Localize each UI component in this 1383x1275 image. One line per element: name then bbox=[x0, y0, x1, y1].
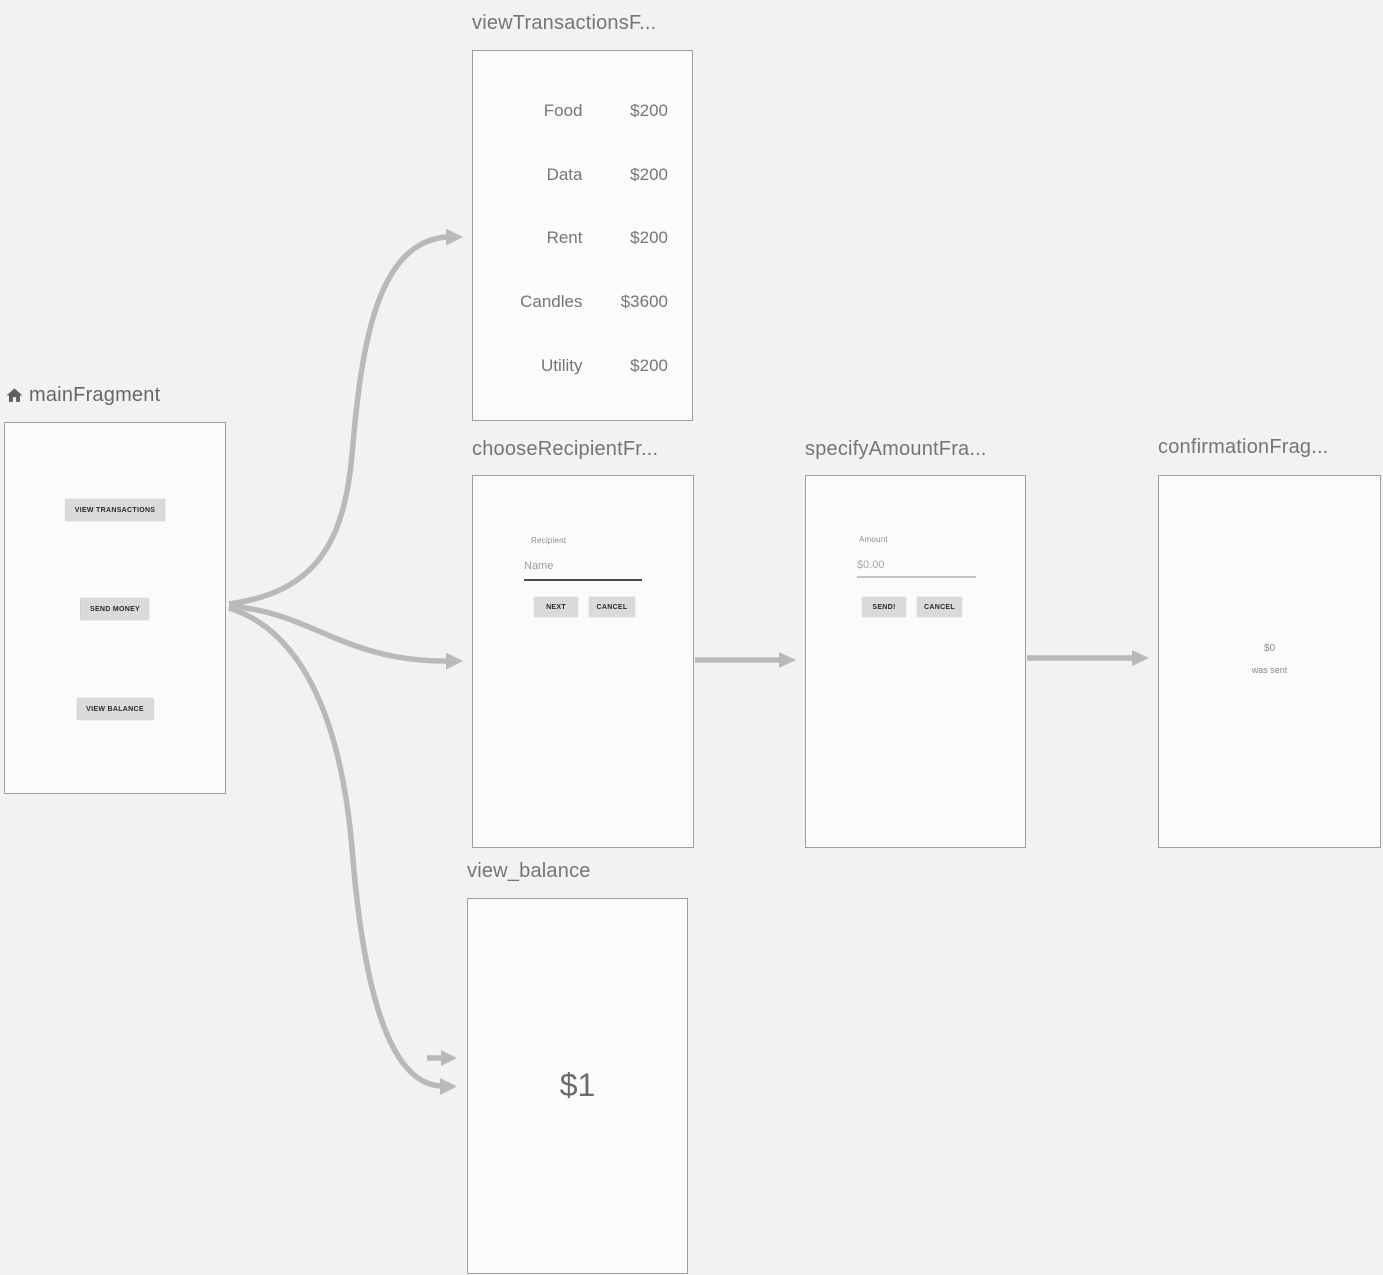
transaction-row: Rent $200 bbox=[473, 207, 692, 271]
view-transactions-button: VIEW TRANSACTIONS bbox=[65, 499, 165, 521]
cancel-button: CANCEL bbox=[917, 597, 962, 617]
send-money-button: SEND MONEY bbox=[80, 598, 150, 620]
home-icon bbox=[6, 388, 23, 402]
transaction-label: Utility bbox=[540, 356, 583, 376]
arrowhead bbox=[446, 652, 463, 670]
transaction-row: Data $200 bbox=[473, 143, 692, 207]
action-arrow-main-to-transactions[interactable] bbox=[228, 234, 447, 607]
send-button: SEND! bbox=[862, 597, 906, 617]
balance-text: $1 bbox=[559, 1067, 596, 1103]
arrowhead bbox=[1132, 650, 1149, 666]
fragment-title-choose-recipient: chooseRecipientFr... bbox=[472, 438, 659, 460]
fragment-title-view-balance: view_balance bbox=[467, 860, 591, 882]
transaction-row: Food $200 bbox=[473, 79, 692, 143]
confirmation-amount-text: $0 bbox=[1263, 643, 1276, 654]
arrowhead bbox=[441, 1050, 457, 1066]
amount-field-underline bbox=[857, 576, 976, 578]
transaction-label: Data bbox=[546, 164, 583, 184]
transaction-label: Rent bbox=[546, 228, 583, 248]
amount-field: $0.00 bbox=[857, 559, 885, 571]
recipient-field-underline bbox=[524, 579, 642, 581]
transaction-label: Food bbox=[543, 100, 583, 120]
next-button: NEXT bbox=[534, 597, 578, 617]
cancel-button: CANCEL bbox=[589, 597, 635, 617]
transaction-amount: $200 bbox=[630, 100, 668, 120]
fragment-card-choose-recipient[interactable]: Recipient Name NEXT CANCEL bbox=[472, 475, 694, 848]
fragment-card-main[interactable]: VIEW TRANSACTIONS SEND MONEY VIEW BALANC… bbox=[4, 422, 226, 794]
arrowhead bbox=[446, 228, 463, 246]
arrowhead bbox=[779, 652, 796, 668]
transaction-row: Candles $3600 bbox=[473, 270, 692, 334]
fragment-title-main-label: mainFragment bbox=[29, 384, 161, 406]
action-arrow-main-to-choose-recipient[interactable] bbox=[228, 603, 447, 664]
transaction-row: Utility $200 bbox=[473, 334, 692, 398]
amount-field-label: Amount bbox=[859, 535, 888, 544]
fragment-card-view-transactions[interactable]: Food $200 Data $200 Rent $200 Candles $3… bbox=[472, 50, 693, 421]
arrowhead bbox=[440, 1078, 457, 1095]
fragment-card-specify-amount[interactable]: Amount $0.00 SEND! CANCEL bbox=[805, 475, 1026, 848]
transaction-list: Food $200 Data $200 Rent $200 Candles $3… bbox=[473, 51, 692, 420]
recipient-field-label: Recipient bbox=[531, 536, 567, 545]
fragment-title-confirmation: confirmationFrag... bbox=[1158, 436, 1329, 458]
transaction-amount: $3600 bbox=[620, 292, 668, 312]
transaction-amount: $200 bbox=[630, 356, 668, 376]
action-arrow-main-to-view-balance[interactable] bbox=[228, 605, 441, 1089]
transaction-amount: $200 bbox=[630, 228, 668, 248]
confirmation-message-text: was sent bbox=[1251, 665, 1288, 675]
view-balance-button: VIEW BALANCE bbox=[77, 698, 153, 720]
fragment-title-main: mainFragment bbox=[5, 384, 160, 407]
fragment-title-view-transactions: viewTransactionsF... bbox=[472, 12, 657, 34]
fragment-card-confirmation[interactable]: $0 was sent bbox=[1158, 475, 1381, 848]
fragment-title-specify-amount: specifyAmountFra... bbox=[805, 438, 987, 460]
transaction-label: Candles bbox=[520, 292, 583, 312]
fragment-card-view-balance[interactable]: $1 bbox=[467, 898, 688, 1274]
recipient-name-field: Name bbox=[524, 560, 554, 572]
transaction-amount: $200 bbox=[630, 164, 668, 184]
